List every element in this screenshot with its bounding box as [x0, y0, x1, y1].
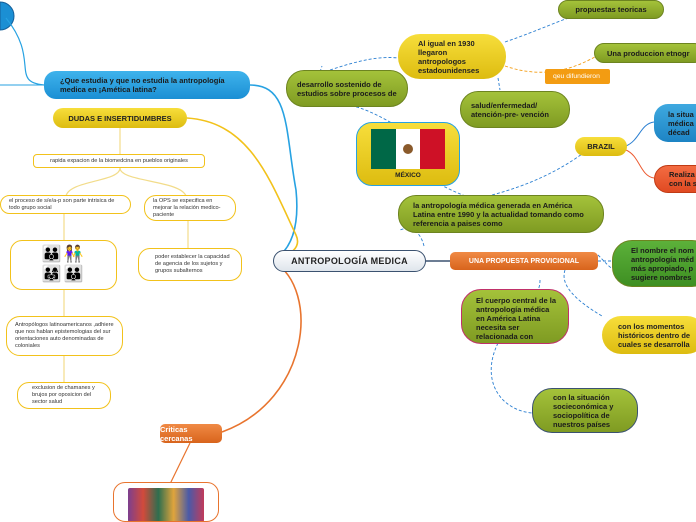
- brazil-realiza-text: Realiza con la s: [669, 170, 696, 188]
- produccion-text: Una produccion etnogr: [607, 48, 690, 58]
- cuerpo-text: El cuerpo central de la antropología méd…: [476, 296, 557, 341]
- biomedicina-node[interactable]: rapida expacion de la biomedcina en pueb…: [33, 154, 205, 168]
- people-image-node[interactable]: 👪👫👨‍👩‍👧👪: [10, 240, 117, 290]
- poder-node[interactable]: poder establecer la capacidad de agencia…: [138, 248, 242, 281]
- propuestas-text: propuestas teoricas: [575, 5, 647, 14]
- generada-text: la antropología médica generada en Améri…: [413, 200, 584, 228]
- al-igual-node[interactable]: Al igual en 1930 llegaron antropologos e…: [398, 34, 506, 79]
- biomedicina-text: rapida expacion de la biomedcina en pueb…: [50, 157, 188, 164]
- proceso-node[interactable]: el proceso de s/e/a-p son parte intrisic…: [0, 195, 131, 214]
- propuesta-node[interactable]: UNA PROPUESTA PROVICIONAL: [450, 252, 598, 270]
- brazil-situacion-text: la situa médica décad: [668, 109, 694, 137]
- ops-node[interactable]: la OPS se especifica en mejorar la relac…: [144, 195, 236, 221]
- ops-text: la OPS se especifica en mejorar la relac…: [153, 197, 221, 218]
- people-icon: 👪👫👨‍👩‍👧👪: [41, 246, 86, 283]
- nombre-node[interactable]: El nombre el nom antropología méd más ap…: [612, 240, 696, 287]
- exclusion-node[interactable]: exclusion de chamanes y brujos por oposi…: [17, 382, 111, 409]
- desarrollo-node[interactable]: desarrollo sostenido de estudios sobre p…: [286, 70, 408, 107]
- difundieron-text: qeu difundieron: [553, 73, 600, 80]
- brazil-situacion-node[interactable]: la situa médica décad: [654, 104, 696, 142]
- brazil-realiza-node[interactable]: Realiza con la s: [654, 165, 696, 193]
- propuestas-node[interactable]: propuestas teoricas: [558, 0, 664, 19]
- socio-node[interactable]: con la situación socieconómica y sociopo…: [532, 388, 638, 433]
- antropologos-text: Antropólogos latinoamericanos ,adhiere q…: [15, 322, 114, 349]
- socio-text: con la situación socieconómica y sociopo…: [553, 392, 614, 429]
- mexico-label: MÉXICO: [395, 172, 421, 179]
- momentos-text: con los momentos históricos dentro de cu…: [618, 321, 691, 349]
- nombre-text: El nombre el nom antropología méd más ap…: [631, 245, 694, 282]
- question-node[interactable]: ¿Que estudia y que no estudia la antropo…: [44, 71, 250, 99]
- dudas-text: DUDAS E INSERTIDUMBRES: [68, 113, 172, 123]
- center-node[interactable]: ANTROPOLOGÍA MEDICA: [273, 250, 426, 272]
- mexico-node[interactable]: MÉXICO: [356, 122, 460, 186]
- proceso-text: el proceso de s/e/a-p son parte intrisic…: [9, 197, 115, 211]
- poder-text: poder establecer la capacidad de agencia…: [155, 254, 230, 274]
- crowd-photo-icon: [128, 488, 204, 521]
- produccion-node[interactable]: Una produccion etnogr: [594, 43, 696, 63]
- al-igual-text: Al igual en 1930 llegaron antropologos e…: [418, 38, 480, 75]
- mexico-flag-icon: [371, 129, 446, 169]
- criticas-node[interactable]: Criticas cercanas: [160, 424, 222, 443]
- desarrollo-text: desarrollo sostenido de estudios sobre p…: [297, 79, 397, 98]
- crowd-photo-node[interactable]: [113, 482, 219, 522]
- criticas-text: Criticas cercanas: [160, 424, 193, 443]
- propuesta-text: UNA PROPUESTA PROVICIONAL: [468, 257, 580, 265]
- exclusion-text: exclusion de chamanes y brujos por oposi…: [32, 385, 95, 405]
- question-text: ¿Que estudia y que no estudia la antropo…: [60, 75, 225, 94]
- antropologos-node[interactable]: Antropólogos latinoamericanos ,adhiere q…: [6, 316, 123, 356]
- salud-node[interactable]: salud/enfermedad/ atención-pre- vención: [460, 91, 570, 128]
- difundieron-label: qeu difundieron: [545, 69, 610, 84]
- brazil-node[interactable]: BRAZIL: [575, 137, 627, 156]
- generada-node[interactable]: la antropología médica generada en Améri…: [398, 195, 604, 233]
- brazil-text: BRAZIL: [587, 142, 615, 151]
- center-text: ANTROPOLOGÍA MEDICA: [291, 256, 408, 266]
- cuerpo-node[interactable]: El cuerpo central de la antropología méd…: [461, 289, 569, 344]
- dudas-node[interactable]: DUDAS E INSERTIDUMBRES: [53, 108, 187, 128]
- salud-text: salud/enfermedad/ atención-pre- vención: [471, 100, 549, 119]
- momentos-node[interactable]: con los momentos históricos dentro de cu…: [602, 316, 696, 354]
